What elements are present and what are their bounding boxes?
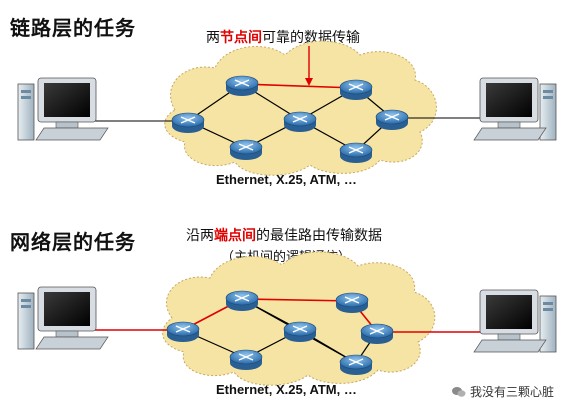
caption-highlight: 端点间 xyxy=(214,228,256,244)
router-icon xyxy=(283,111,317,132)
router-icon xyxy=(166,321,200,342)
router-icon xyxy=(171,112,205,133)
router-icon xyxy=(225,290,259,311)
host-computer-icon xyxy=(473,289,557,353)
router-icon xyxy=(225,75,259,96)
router-icon xyxy=(229,139,263,160)
router-icon xyxy=(339,79,373,100)
router-icon xyxy=(283,321,317,342)
network-protocols-label: Ethernet, X.25, ATM, … xyxy=(216,172,357,187)
host-computer-icon xyxy=(473,77,557,141)
caption-highlight: 节点间 xyxy=(220,30,262,46)
highlighted-link xyxy=(241,83,357,89)
network-layer-caption: 沿两端点间的最佳路由传输数据 xyxy=(186,225,382,245)
wechat-icon xyxy=(452,386,466,397)
network-cloud xyxy=(164,40,437,176)
router-icon xyxy=(339,142,373,163)
router-icon xyxy=(375,109,409,130)
watermark: 我没有三颗心脏 xyxy=(452,383,554,400)
caption-text: 两 xyxy=(206,30,220,46)
caption-text: 的最佳路由传输数据 xyxy=(256,228,382,244)
network-protocols-label: Ethernet, X.25, ATM, … xyxy=(216,382,357,397)
caption-text: 沿两 xyxy=(186,228,214,244)
router-icon xyxy=(339,354,373,375)
link-layer-heading: 链路层的任务 xyxy=(10,16,136,40)
network-layer-heading: 网络层的任务 xyxy=(10,230,136,254)
watermark-text: 我没有三颗心脏 xyxy=(470,385,555,399)
caption-pointer-head xyxy=(305,78,313,86)
host-computer-icon xyxy=(17,286,109,350)
host-computer-icon xyxy=(17,77,109,141)
router-icon xyxy=(335,292,369,313)
router-icon xyxy=(360,323,394,344)
router-icon xyxy=(229,349,263,370)
